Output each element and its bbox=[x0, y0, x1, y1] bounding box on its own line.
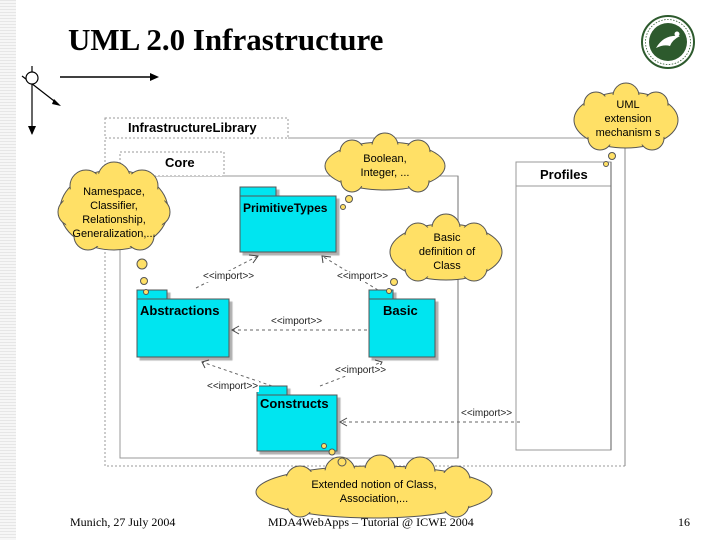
import-label-basic-abstractions: <<import>> bbox=[270, 316, 324, 327]
slide-title: UML 2.0 Infrastructure bbox=[68, 22, 384, 57]
import-label-constructs-basic: <<import>> bbox=[334, 365, 388, 376]
callout-constructs: Extended notion of Class, Association,..… bbox=[311, 479, 437, 505]
cloud-constructs bbox=[255, 443, 493, 519]
footer-date: Munich, 27 July 2004 bbox=[70, 515, 176, 529]
footer-page-number: 16 bbox=[678, 515, 690, 529]
university-seal-icon bbox=[641, 15, 695, 69]
crosshair-navigation-icon[interactable] bbox=[18, 66, 68, 136]
primitive-types-package bbox=[239, 186, 337, 253]
callout-abstractions: Namespace, Classifier, Relationship, Gen… bbox=[72, 186, 156, 240]
profiles-package bbox=[515, 161, 612, 451]
basic-label: Basic bbox=[383, 303, 418, 318]
import-label-profiles-constructs: <<import>> bbox=[460, 408, 514, 419]
primitive-types-label: PrimitiveTypes bbox=[243, 201, 328, 215]
basic-package bbox=[368, 289, 436, 358]
core-label: Core bbox=[165, 155, 195, 170]
cloud-abstractions bbox=[57, 161, 171, 295]
cloud-shapes bbox=[57, 82, 679, 519]
title-rule bbox=[60, 73, 159, 81]
constructs-label: Constructs bbox=[260, 396, 329, 411]
footer-event: MDA4WebApps – Tutorial @ ICWE 2004 bbox=[268, 515, 474, 529]
cloud-basic bbox=[386, 213, 503, 294]
callout-primitive-types: Boolean, Integer, ... bbox=[360, 153, 410, 179]
constructs-package bbox=[256, 385, 338, 452]
import-label-constructs-abstractions: <<import>> bbox=[206, 381, 260, 392]
callout-uml-extension: UML extension mechanism s bbox=[595, 99, 661, 139]
abstractions-package bbox=[136, 289, 230, 358]
sidebar-stripe bbox=[0, 0, 16, 540]
import-arrowheads bbox=[201, 254, 383, 427]
infrastructure-library-label: InfrastructureLibrary bbox=[128, 120, 257, 135]
callout-basic: Basic definition of Class bbox=[418, 232, 476, 272]
import-label-basic-primitive: <<import>> bbox=[336, 271, 390, 282]
abstractions-label: Abstractions bbox=[140, 303, 220, 318]
cloud-uml-extension bbox=[573, 82, 679, 167]
profiles-label: Profiles bbox=[540, 167, 588, 182]
import-label-abstractions-primitive: <<import>> bbox=[202, 271, 256, 282]
cloud-primitive-types bbox=[324, 132, 446, 210]
